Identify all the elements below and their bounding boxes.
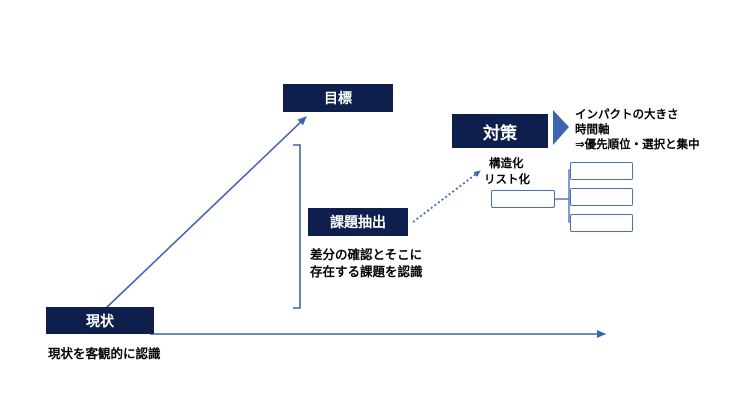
issue-description-line-1: 差分の確認とそこに [310,247,423,262]
issue-label: 課題抽出 [330,215,386,231]
measure-box: 対策 [452,114,548,148]
issue-box: 課題抽出 [308,208,408,236]
issue-to-measure-arrow [412,170,481,223]
tree-root-box [491,190,555,208]
goal-box: 目標 [283,84,393,112]
measure-description-line-1: インパクトの大きさ [575,107,679,121]
tree-leaf-box-3 [570,214,633,232]
tree-leaf-box-2 [570,188,633,206]
gap-bracket [293,144,301,309]
measure-description-line-2: 時間軸 [575,122,610,136]
issue-description-line-2: 存在する課題を認識 [310,264,423,279]
current-box: 現状 [46,307,154,334]
measure-description-line-3: ⇒優先順位・選択と集中 [575,137,700,151]
tree-connector-top [555,169,570,200]
structure-label-1: 構造化 [489,156,524,170]
current-label: 現状 [86,313,114,330]
measure-chevron [553,110,569,145]
goal-label: 目標 [324,91,352,107]
tree-leaf-box-1 [570,162,633,180]
structure-label-2: リスト化 [484,172,530,186]
measure-label: 対策 [483,123,517,144]
growth-arrow [104,116,307,310]
current-description: 現状を客観的に認識 [48,346,161,361]
